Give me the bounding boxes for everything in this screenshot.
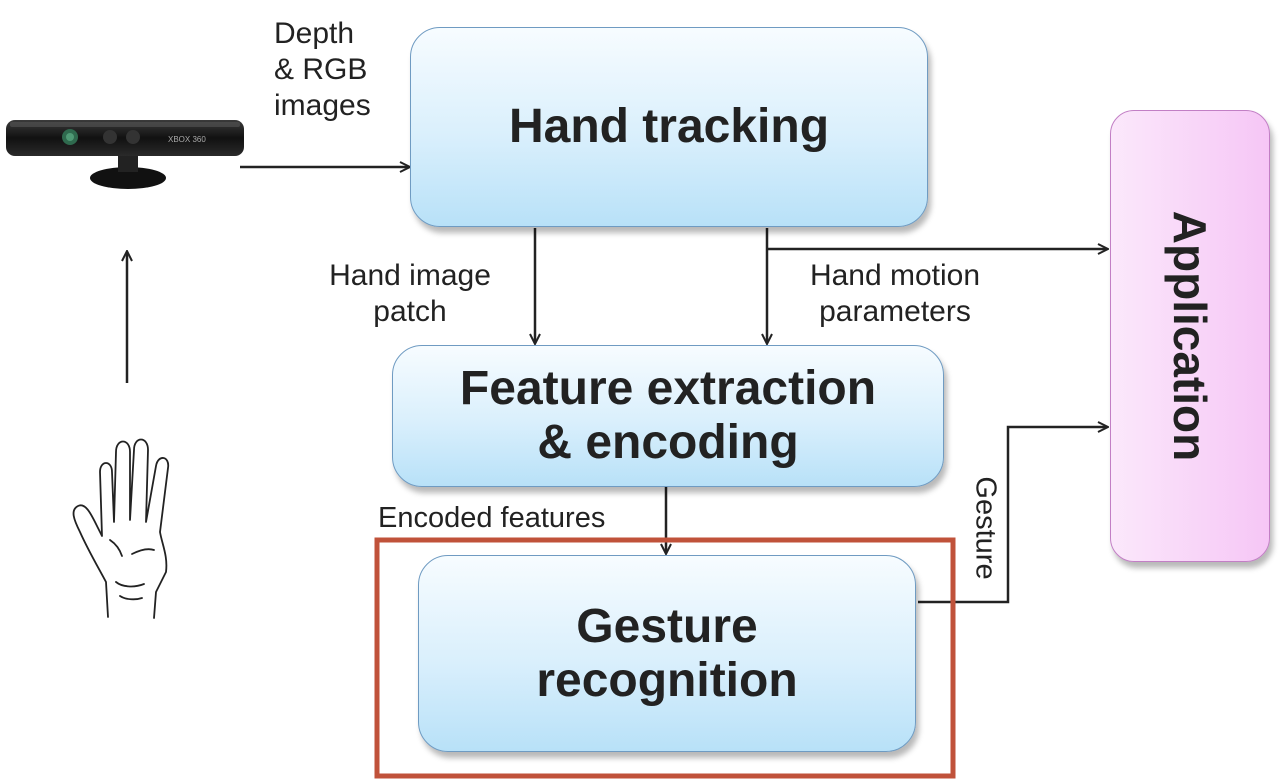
hand-icon	[72, 438, 170, 619]
feature-extraction-title: Feature extraction	[459, 362, 877, 416]
kinect-brand-text: XBOX 360	[168, 135, 206, 144]
gesture-label: Gesture	[969, 476, 1002, 580]
feature-encoding-title: & encoding	[537, 416, 799, 469]
encoded-features-label: Encoded features	[378, 502, 606, 534]
recognition-title: recognition	[536, 653, 798, 707]
hand-tracking-box: Hand tracking	[410, 27, 928, 227]
hand-tracking-title: Hand tracking	[508, 100, 830, 154]
gesture-title: Gesture	[576, 599, 758, 653]
highlight-frame	[374, 537, 956, 779]
application-box: Application	[1110, 110, 1270, 562]
application-title: Application	[1164, 210, 1216, 462]
patch-label: Hand image patch	[329, 259, 491, 328]
feature-extraction-box: Feature extraction & encoding	[392, 345, 944, 487]
arrow-gesture-to-application	[918, 427, 1107, 604]
gesture-recognition-box: Gesture recognition	[418, 555, 916, 752]
input-label: Depth & RGB images	[274, 17, 371, 122]
kinect-sensor-icon: XBOX 360	[6, 120, 244, 189]
motion-label: Hand motion parameters	[809, 259, 981, 328]
